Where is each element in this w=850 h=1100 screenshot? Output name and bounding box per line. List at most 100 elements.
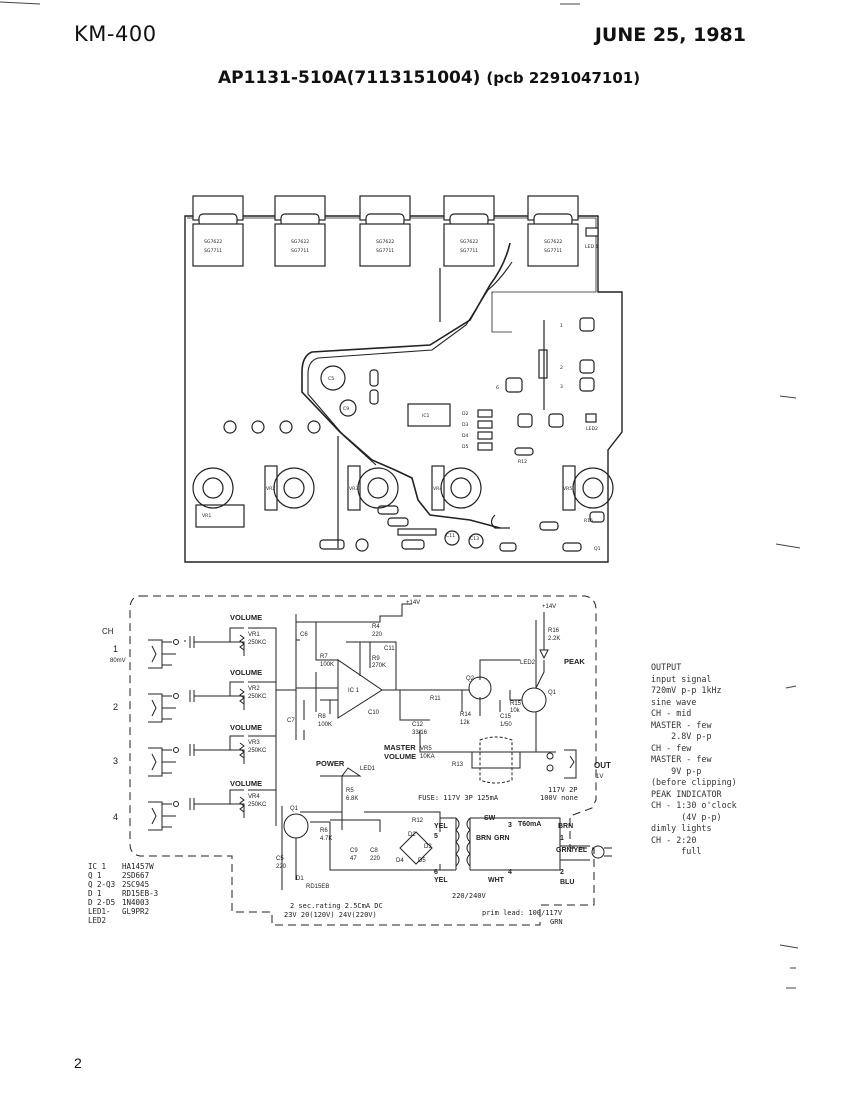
- pcb-cap-label: C11: [446, 533, 455, 539]
- vr5-value: 10KA: [420, 754, 435, 760]
- margin-marks: [0, 1, 801, 989]
- board-part-number: AP1131-510A(7113151004): [218, 68, 481, 88]
- pcb-diode-label: D5: [462, 444, 469, 450]
- channel-number: 3: [113, 756, 118, 766]
- bridge-diode-label: D3: [424, 844, 432, 850]
- wire-color: GRN: [494, 835, 510, 842]
- secondary-rating-note: 2 sec.rating 2.5CmA DC: [290, 902, 383, 910]
- parts-row: LED1- GL9PR2: [88, 907, 158, 916]
- wire-color: BLU: [560, 879, 574, 886]
- document-date: JUNE 25, 1981: [594, 24, 746, 46]
- pcb-jack-label: SG7622: [460, 239, 478, 245]
- r15-label: R15: [510, 701, 522, 707]
- pcb-diode-label: D3: [462, 422, 469, 428]
- pcb-jack-label: SG7711: [376, 248, 394, 254]
- note-line: sine wave: [651, 696, 697, 707]
- terminal-number: 6: [434, 869, 438, 876]
- fuse-note: FUSE: 117V 3P 125mA: [418, 794, 499, 802]
- pcb-cap-label: C13: [470, 536, 479, 542]
- c9-label: C9: [350, 848, 358, 854]
- c8-label: C8: [370, 848, 378, 854]
- terminal-number: 3: [508, 822, 512, 829]
- note-line: 2.8V p-p: [651, 731, 712, 741]
- pcb-jack-label: SG7622: [291, 239, 309, 245]
- r15-value: 10k: [510, 708, 521, 714]
- part-type: 1N4003: [122, 898, 150, 907]
- note-line: CH - 2:20: [651, 834, 697, 845]
- terminal-number: 5: [434, 833, 438, 840]
- pcb-cap-label: C9: [343, 406, 349, 412]
- wire-color: WHT: [488, 877, 505, 884]
- part-type: 2SD667: [122, 871, 150, 880]
- secondary-voltage-note: 23V 20(120V) 24V(220V): [284, 911, 377, 919]
- pcb-q1-label: Q1: [594, 546, 601, 552]
- parts-row: LED2: [88, 916, 158, 925]
- wire-color: BRN: [558, 823, 573, 830]
- test-notes: OUTPUT input signal 720mV p-p 1kHz sine …: [651, 662, 781, 858]
- c12-label: C12: [412, 722, 424, 728]
- pcb-ic-label: IC1: [422, 413, 430, 419]
- r16-label: R16: [548, 628, 560, 634]
- pcb-jack-label: SG7622: [376, 239, 394, 245]
- schematic: [129, 595, 612, 926]
- c10-label: C10: [368, 710, 380, 716]
- rail-label: +14V: [542, 604, 556, 610]
- pcb-wire-mark: 6: [496, 385, 499, 391]
- vr5-label: VR5: [420, 746, 432, 752]
- vr-value: 250KC: [248, 640, 267, 646]
- pcb-r15-label: R15: [584, 518, 593, 524]
- ch-header: CH: [102, 627, 114, 636]
- q2-label: Q2: [466, 676, 475, 682]
- pcb-pot-label: VR1: [202, 513, 211, 519]
- primary-lead-note: prim lead: 100/117V: [482, 909, 563, 917]
- out-label: OUT: [594, 761, 611, 770]
- c11-label: C11: [384, 646, 395, 652]
- c5-label: C5: [276, 856, 284, 862]
- c15-label: C15: [500, 714, 512, 720]
- c9-value: 47: [350, 856, 357, 862]
- ic1-label: IC 1: [348, 688, 360, 694]
- note-line: PEAK INDICATOR: [651, 788, 722, 799]
- parts-row: D 2-D5 1N4003: [88, 898, 158, 907]
- pcb-number: (pcb 2291047101): [486, 69, 641, 87]
- r5-label: R5: [346, 788, 354, 794]
- part-type: 2SC945: [122, 880, 150, 889]
- volume-label: VOLUME: [230, 668, 262, 677]
- terminal-number: 4: [508, 869, 512, 876]
- r14-value: 12k: [460, 720, 471, 726]
- mains-voltage: 220/240V: [452, 892, 487, 900]
- pcb-jack-label: SG7711: [544, 248, 562, 254]
- part-ref: D 2-D5: [88, 898, 116, 907]
- note-line: full: [651, 846, 702, 856]
- volume-label: VOLUME: [230, 723, 262, 732]
- part-type: GL9PR2: [122, 907, 150, 916]
- wire-color: YEL: [434, 823, 448, 830]
- pcb-labels: SG7622 SG7711 SG7622 SG7711 SG7622 SG771…: [202, 239, 601, 552]
- peak-label: PEAK: [564, 657, 585, 666]
- d1-type: RD15EB: [306, 884, 329, 890]
- r16-value: 2.2K: [548, 636, 560, 642]
- c5-value: 220: [276, 864, 287, 870]
- pcb-diode-label: D2: [462, 411, 469, 417]
- r14-label: R14: [460, 712, 472, 718]
- master-volume-label: VOLUME: [384, 752, 416, 761]
- part-ref: IC 1: [88, 862, 107, 871]
- pcb-jack-label: SG7622: [204, 239, 222, 245]
- part-type: RD15EB-3: [122, 889, 159, 898]
- vr-value: 250KC: [248, 802, 267, 808]
- channel-number: 1: [113, 644, 118, 654]
- part-ref: LED1-: [88, 907, 111, 916]
- c7-label: C7: [287, 718, 295, 724]
- pcb-jack-label: SG7711: [204, 248, 222, 254]
- channel-inputs: [148, 627, 245, 831]
- volume-label: VOLUME: [230, 613, 262, 622]
- r4-value: 220: [372, 632, 383, 638]
- plug-note: 117V 2P: [548, 786, 578, 794]
- note-line: CH - 1:30 o'clock: [651, 800, 737, 810]
- r6-value: 4.7K: [320, 836, 332, 842]
- r9-value: 270K: [372, 663, 386, 669]
- ch1-input-level: 80mV: [110, 658, 126, 664]
- pcb-pad-label: 2: [560, 365, 563, 371]
- bridge-diode-label: D2: [408, 832, 416, 838]
